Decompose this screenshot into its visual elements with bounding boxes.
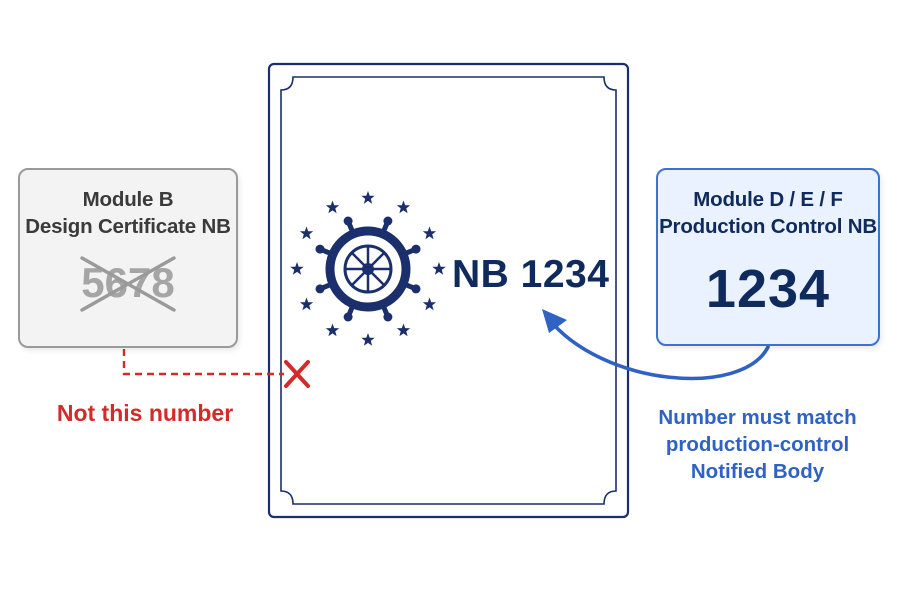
wheel-inner-spoke [370,271,385,286]
module-b-number-block: 5678 [68,256,188,312]
crossed-out-icon [80,256,176,312]
match-arrow [546,316,770,381]
ship-wheel-icon [315,216,421,322]
wheel-handle [383,216,393,226]
emblem-star [361,333,375,346]
module-def-title-line2: Production Control NB [659,215,877,238]
wheel-inner-spoke [351,271,366,286]
wheel-inner-spoke [351,252,366,267]
rejected-connector [122,349,284,376]
match-caption-line2: production-control [665,433,850,456]
reject-caption: Not this number [56,400,234,426]
emblem-star [396,323,411,337]
certificate-inner-border [280,76,617,505]
certificate-nb-label: NB 1234 [452,253,610,296]
emblem-star [299,226,314,240]
emblem-star [290,262,304,275]
star-ring [290,191,446,346]
wheel-handle [343,216,353,226]
reject-x-icon [284,360,310,388]
module-b-box: Module B Design Certificate NB 5678 [18,168,238,348]
match-caption-line1: Number must match [658,406,857,429]
wheel-handle [343,312,353,322]
match-caption-line3: Notified Body [690,460,825,483]
emblem-star [325,323,340,337]
emblem-star [422,297,437,311]
module-def-number: 1234 [705,259,831,319]
ship-wheel-emblem [290,191,446,346]
emblem-star [396,200,411,214]
module-def-title: Module D / E / F Production Control NB [659,186,877,240]
match-arrowhead [542,309,567,333]
wheel-hub [362,263,374,275]
wheel-handle [383,312,393,322]
emblem-star [422,226,437,240]
wheel-handle [315,284,325,294]
module-b-title-line2: Design Certificate NB [25,215,231,238]
wheel-handle [315,244,325,254]
emblem-star [361,191,375,204]
wheel-handle [411,244,421,254]
module-def-title-line1: Module D / E / F [693,188,843,211]
emblem-star [299,297,314,311]
certificate-frame [267,62,630,519]
match-caption: Number must match production-control Not… [640,404,875,485]
wheel-handle [411,284,421,294]
module-b-title-line1: Module B [82,188,174,211]
module-b-title: Module B Design Certificate NB [25,186,231,240]
emblem-star [432,262,446,275]
module-def-box: Module D / E / F Production Control NB 1… [656,168,880,346]
wheel-inner-spoke [370,252,385,267]
emblem-star [325,200,340,214]
